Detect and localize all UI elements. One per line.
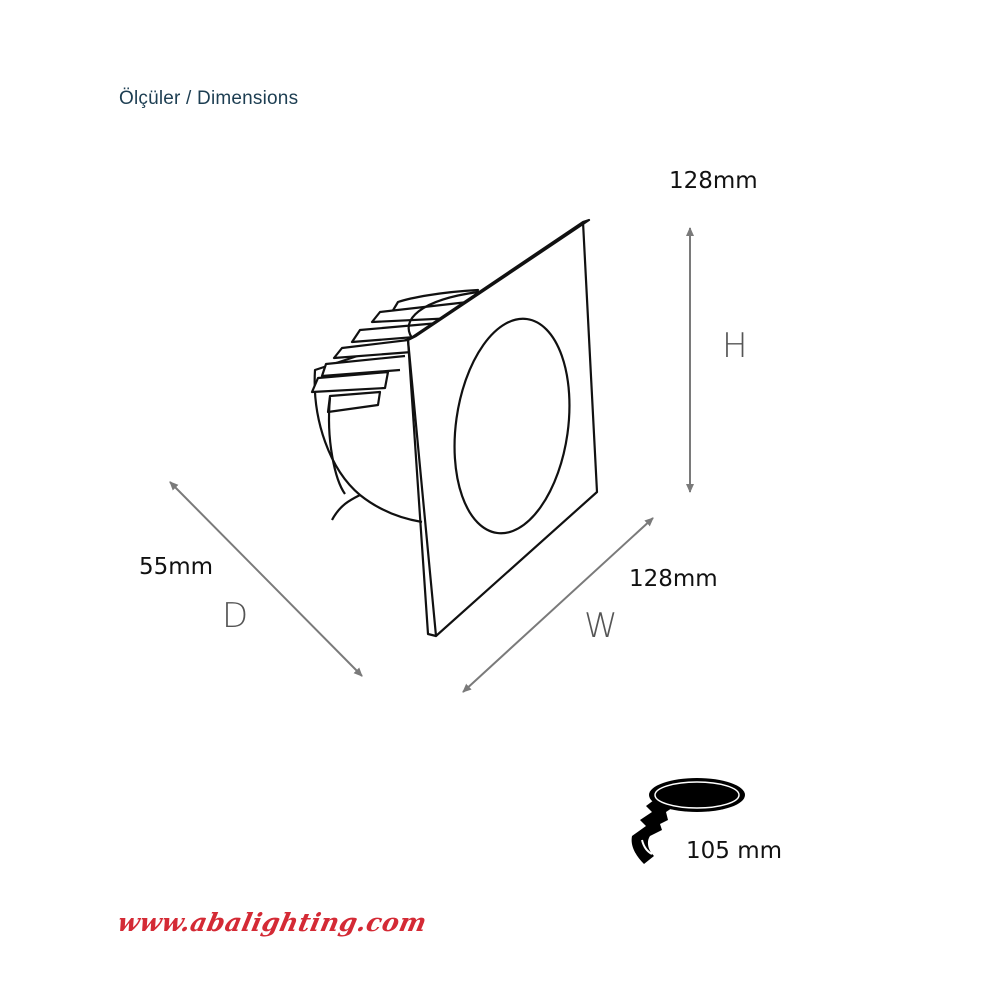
website-link[interactable]: www.abalighting.com: [114, 908, 430, 937]
downlight-drawing-icon: [310, 218, 599, 638]
width-label: W: [584, 606, 618, 646]
depth-label: D: [222, 596, 249, 636]
depth-value: 55mm: [139, 554, 214, 580]
cutout-value: 105 mm: [686, 838, 783, 864]
height-value: 128mm: [669, 168, 758, 194]
width-value: 128mm: [629, 566, 718, 592]
depth-arrow: [169, 481, 363, 677]
height-label: H: [722, 326, 748, 366]
ceiling-cutout-icon: [631, 778, 745, 864]
page-title: Ölçüler / Dimensions: [119, 88, 299, 109]
width-arrow: [462, 517, 654, 693]
